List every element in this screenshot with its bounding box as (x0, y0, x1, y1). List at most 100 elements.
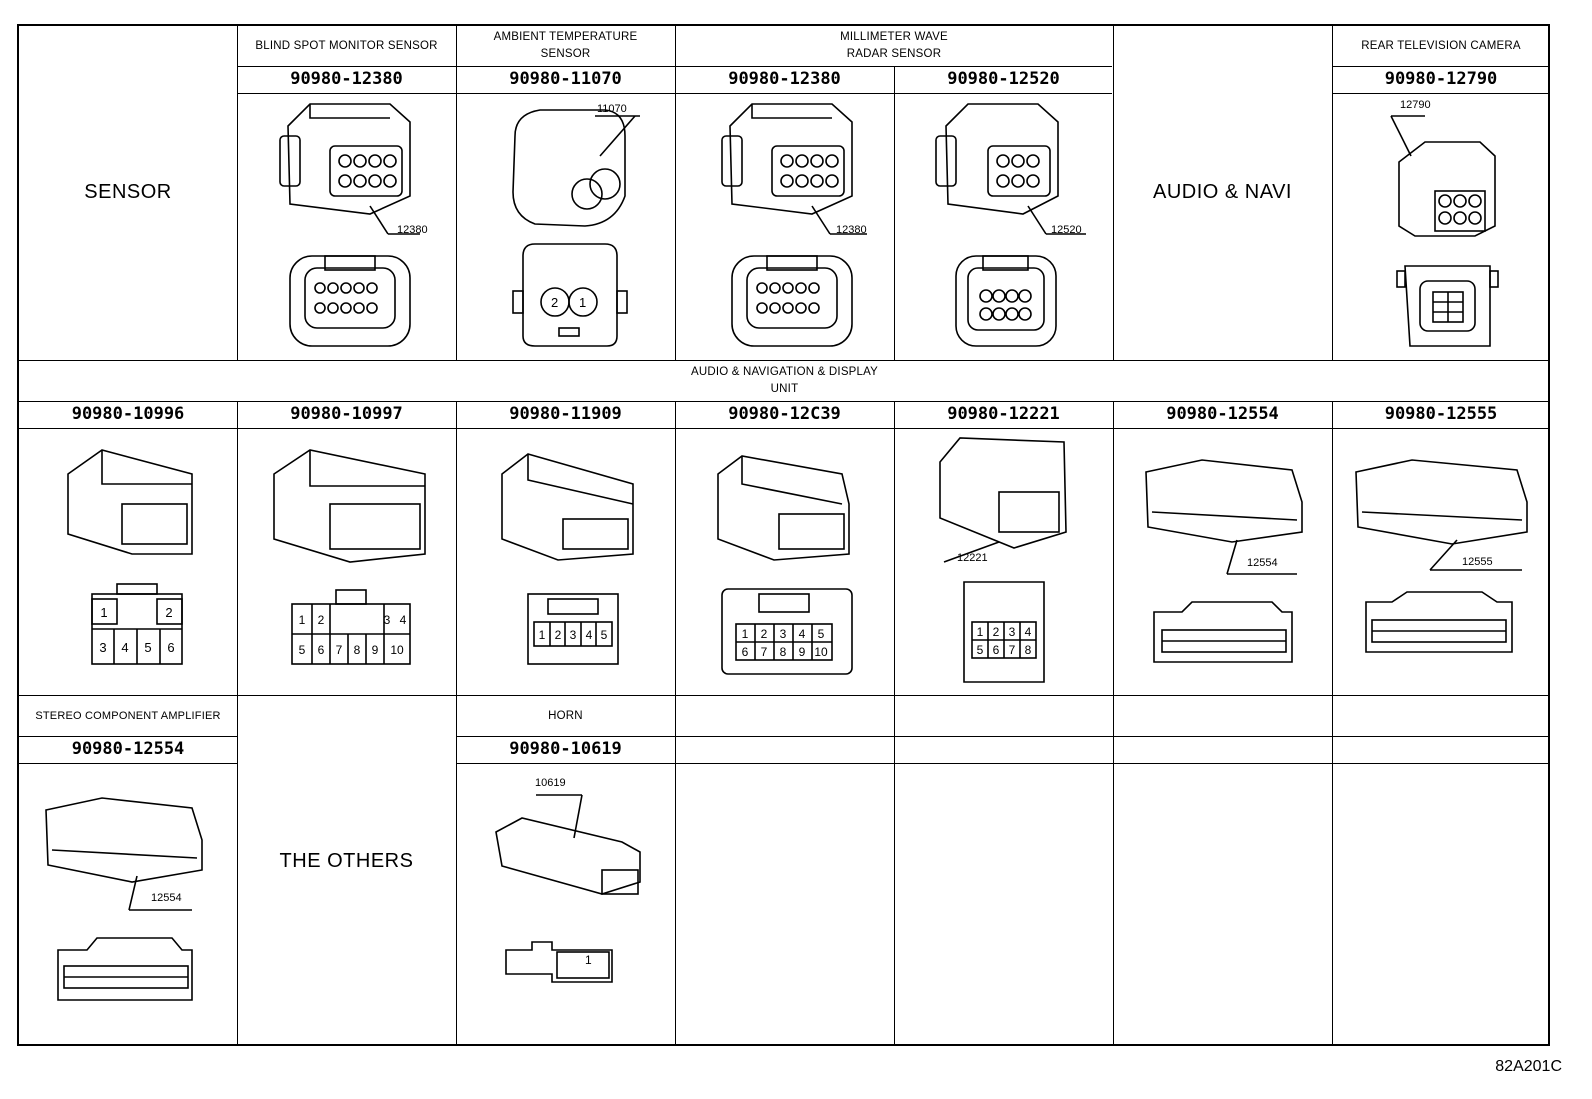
callout-label: 12380 (836, 224, 867, 236)
callout-label: 12380 (397, 224, 428, 236)
row1-header-divider-a (237, 66, 1112, 67)
part-number: 90980-12790 (1384, 69, 1498, 89)
row2-col-line (1113, 401, 1114, 695)
svg-text:2: 2 (555, 628, 562, 642)
row3-col-line (675, 695, 676, 1046)
row2-part-divider (19, 428, 1550, 429)
svg-text:5: 5 (144, 640, 151, 655)
callout-label: 10619 (535, 777, 566, 789)
row2-col-line (237, 401, 238, 695)
row3-col-line (237, 695, 238, 1046)
row1-col-line (894, 66, 895, 360)
part-number: 90980-12380 (290, 69, 403, 89)
row2-col-line (894, 401, 895, 695)
callout-label: 12221 (957, 552, 988, 564)
row1-part-divider-a (237, 93, 1112, 94)
part-number: 90980-10997 (290, 404, 403, 424)
svg-text:1: 1 (742, 627, 749, 641)
row3-col-line (1113, 695, 1114, 1046)
ambient-header-line1: AMBIENT TEMPERATURE (493, 31, 638, 43)
pin-label: 1 (585, 953, 592, 967)
row2-col-line (1332, 401, 1333, 695)
svg-text:2: 2 (318, 613, 325, 627)
row1-col-line (237, 26, 238, 360)
connector-11070-ambient-diagram (512, 109, 640, 347)
svg-text:7: 7 (761, 645, 768, 659)
pin-label: 1 (579, 295, 587, 310)
svg-text:1: 1 (977, 625, 984, 639)
svg-text:8: 8 (354, 643, 361, 657)
audio-nav-display-header-line2: UNIT (770, 383, 799, 395)
connector-12380-radar-diagram (721, 103, 867, 347)
part-number: 90980-12380 (728, 69, 841, 89)
row1-col-line (1332, 26, 1333, 360)
connector-12520-radar-diagram (935, 103, 1086, 347)
mmwave-header-line1: MILLIMETER WAVE (840, 31, 948, 43)
part-number: 90980-12520 (947, 69, 1060, 89)
row1-col-line (675, 26, 676, 360)
row3-part-divider-b (456, 763, 1550, 764)
svg-text:4: 4 (1025, 625, 1032, 639)
svg-text:2: 2 (761, 627, 768, 641)
svg-text:8: 8 (780, 645, 787, 659)
figure-code: 82A201C (1495, 1058, 1562, 1075)
callout-label: 12554 (1247, 557, 1278, 569)
svg-text:9: 9 (372, 643, 379, 657)
blind-spot-header: BLIND SPOT MONITOR SENSOR (255, 40, 438, 52)
svg-text:4: 4 (586, 628, 593, 642)
part-number: 90980-12221 (947, 404, 1060, 424)
row3-col-line (456, 695, 457, 1046)
row2-header-divider (19, 401, 1550, 402)
row3-header-divider-b (456, 736, 1550, 737)
svg-text:2: 2 (993, 625, 1000, 639)
connector-12380-blind-spot-diagram (279, 103, 420, 347)
svg-text:3: 3 (1009, 625, 1016, 639)
audio-navi-label: AUDIO & NAVI (1153, 181, 1292, 203)
svg-text:3: 3 (384, 613, 391, 627)
svg-text:4: 4 (400, 613, 407, 627)
part-number: 90980-12554 (71, 739, 185, 759)
svg-text:9: 9 (799, 645, 806, 659)
row2-col-line (675, 401, 676, 695)
rear-camera-header: REAR TELEVISION CAMERA (1361, 40, 1521, 52)
svg-text:1: 1 (100, 605, 107, 620)
svg-text:1: 1 (299, 613, 306, 627)
callout-label: 12520 (1051, 224, 1082, 236)
connector-table: SENSOR AUDIO & NAVI BLIND SPOT MONITOR S… (17, 24, 1550, 1046)
row3-header-divider-a (19, 736, 237, 737)
part-number: 90980-12C39 (728, 404, 841, 424)
connector-12790-camera-diagram (1390, 115, 1499, 347)
callout-label: 12555 (1462, 556, 1493, 568)
connector-12554-diagram (1145, 459, 1303, 663)
row1-col-line (456, 26, 457, 360)
part-number: 90980-10619 (509, 739, 622, 759)
svg-text:4: 4 (799, 627, 806, 641)
svg-text:10: 10 (390, 643, 404, 657)
svg-text:7: 7 (336, 643, 343, 657)
svg-text:2: 2 (165, 605, 172, 620)
row3-col-line (1332, 695, 1333, 1046)
svg-text:6: 6 (993, 643, 1000, 657)
audio-nav-display-header-line1: AUDIO & NAVIGATION & DISPLAY (690, 366, 879, 378)
part-number: 90980-11909 (509, 404, 622, 424)
svg-text:5: 5 (299, 643, 306, 657)
connector-10619-horn-diagram (495, 794, 641, 983)
connector-12555-diagram (1355, 459, 1528, 653)
callout-label: 11070 (597, 103, 627, 115)
part-number: 90980-12554 (1166, 404, 1279, 424)
callout-label: 12554 (151, 892, 182, 904)
svg-text:10: 10 (814, 645, 828, 659)
mmwave-header-line2: RADAR SENSOR (846, 48, 942, 60)
connector-12554-stereo-diagram (45, 797, 203, 1001)
svg-text:5: 5 (818, 627, 825, 641)
row1-header-divider-b (1332, 66, 1550, 67)
row2-bottom (19, 695, 1550, 696)
svg-text:6: 6 (167, 640, 174, 655)
part-number: 90980-12555 (1384, 404, 1498, 424)
svg-text:3: 3 (99, 640, 106, 655)
